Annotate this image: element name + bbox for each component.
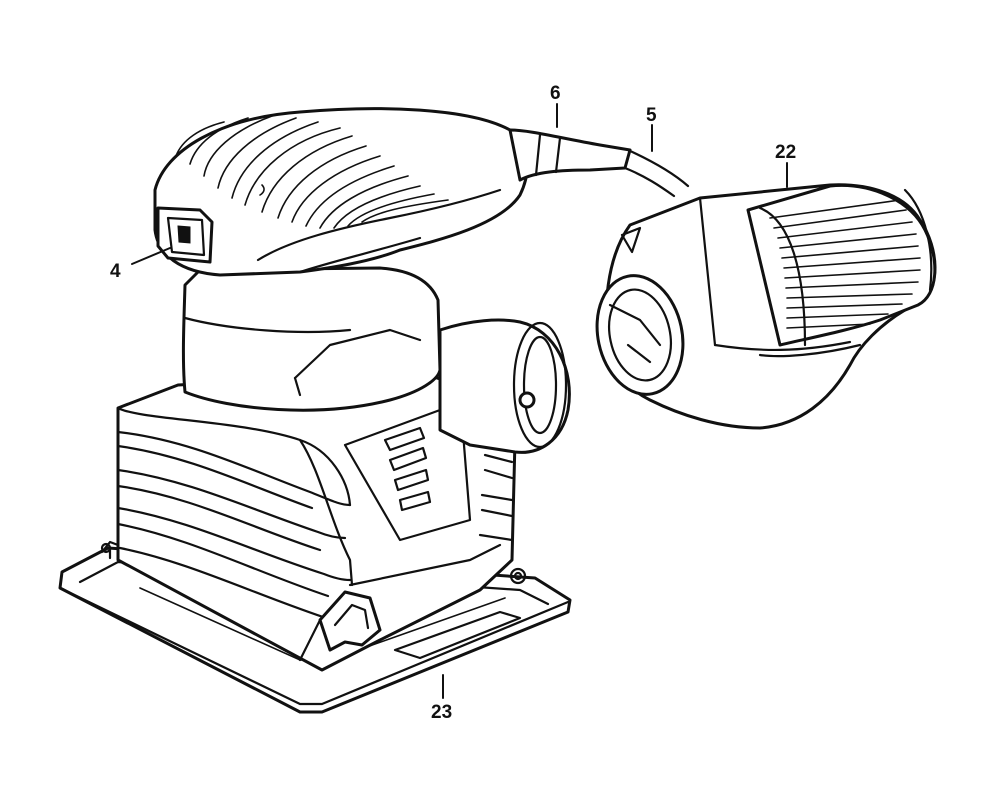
leader-4: [131, 247, 171, 265]
leader-lines: [131, 103, 788, 699]
dust-canister: [595, 183, 937, 430]
callout-5: 5: [646, 105, 657, 126]
dust-port: [438, 318, 571, 454]
motor-housing: [181, 266, 442, 412]
callout-23: 23: [431, 702, 452, 723]
top-handle: [153, 107, 690, 277]
callout-6: 6: [550, 83, 561, 104]
callout-labels: 4 6 5 22 23: [110, 83, 796, 723]
callout-22: 22: [775, 142, 796, 163]
callout-4: 4: [110, 261, 121, 282]
